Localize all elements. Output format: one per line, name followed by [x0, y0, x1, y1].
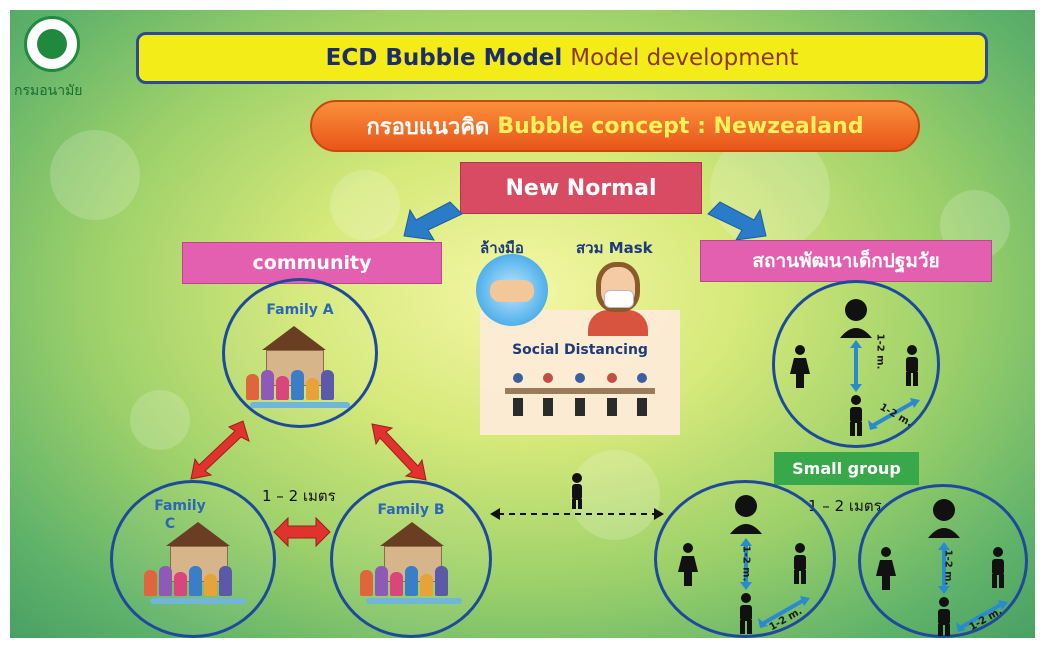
- ecd-center-label: สถานพัฒนาเด็กปฐมวัย: [700, 240, 992, 282]
- family-a-people-icon: [246, 370, 334, 400]
- meeting-table-icon: [505, 373, 655, 416]
- family-b-people-icon: [360, 566, 448, 596]
- seal-icon: [24, 16, 80, 72]
- family-a-label: Family A: [266, 302, 334, 318]
- family-c-people-icon: [144, 566, 232, 596]
- group-distance-label: 1 – 2 เมตร: [808, 497, 882, 515]
- family-c-ground: [150, 598, 246, 604]
- title-main: ECD Bubble Model: [325, 45, 563, 71]
- ecd-bubble-bottom-left: [654, 480, 836, 638]
- social-distancing-label: Social Distancing: [512, 342, 648, 358]
- masked-woman-body: [588, 310, 648, 336]
- ecd-bubble-bottom-left-figures: [678, 495, 810, 634]
- family-a-ground: [250, 402, 350, 408]
- family-distance-label: 1 – 2 เมตร: [262, 487, 336, 505]
- ecd-bubble-bottom-right: [858, 484, 1028, 638]
- wear-mask-label: สวม Mask: [576, 239, 653, 257]
- new-normal-box: New Normal: [460, 162, 702, 214]
- arrow-right-down-icon: [707, 201, 767, 241]
- ecd-bubble-top: [772, 280, 940, 448]
- ministry-logo: กรมอนามัย: [14, 16, 90, 116]
- double-arrow-a-b-icon: [371, 423, 427, 481]
- double-arrow-c-b-icon: [273, 516, 331, 548]
- family-c-circle: [110, 480, 276, 638]
- ecd-top-meter-vertical: 1-2 m.: [874, 333, 886, 370]
- arrow-left-down-icon: [403, 201, 463, 241]
- double-arrow-a-c-icon: [190, 420, 250, 480]
- title-banner: ECD Bubble Model Model development: [136, 32, 988, 84]
- family-c-label-line1: Family: [154, 498, 206, 514]
- logo-text: กรมอนามัย: [14, 83, 83, 99]
- small-group-label: Small group: [774, 452, 919, 485]
- family-b-circle: [330, 480, 492, 638]
- slide: กรมอนามัย ECD Bubble Model Model develop…: [10, 10, 1035, 638]
- concept-thai: กรอบแนวคิด: [366, 114, 490, 140]
- mask-icon: [604, 290, 634, 308]
- ecd-bubble-top-figures: [790, 299, 920, 436]
- wash-hands-label: ล้างมือ: [480, 239, 524, 257]
- title-sub: Model development: [570, 45, 799, 71]
- concept-banner: กรอบแนวคิด Bubble concept : Newzealand: [310, 100, 920, 152]
- family-b-ground: [366, 598, 462, 604]
- ecd-bl-meter-vertical: 1-2 m.: [740, 545, 752, 582]
- concept-english: Bubble concept : Newzealand: [497, 113, 864, 139]
- community-label: community: [182, 242, 442, 284]
- ecd-bubble-bottom-right-figures: [876, 499, 1008, 636]
- distancing-connector: [490, 473, 664, 520]
- ecd-br-meter-vertical: 1-2 m.: [942, 549, 954, 586]
- hand-wash-icon: [476, 254, 548, 326]
- family-b-label: Family B: [377, 502, 445, 518]
